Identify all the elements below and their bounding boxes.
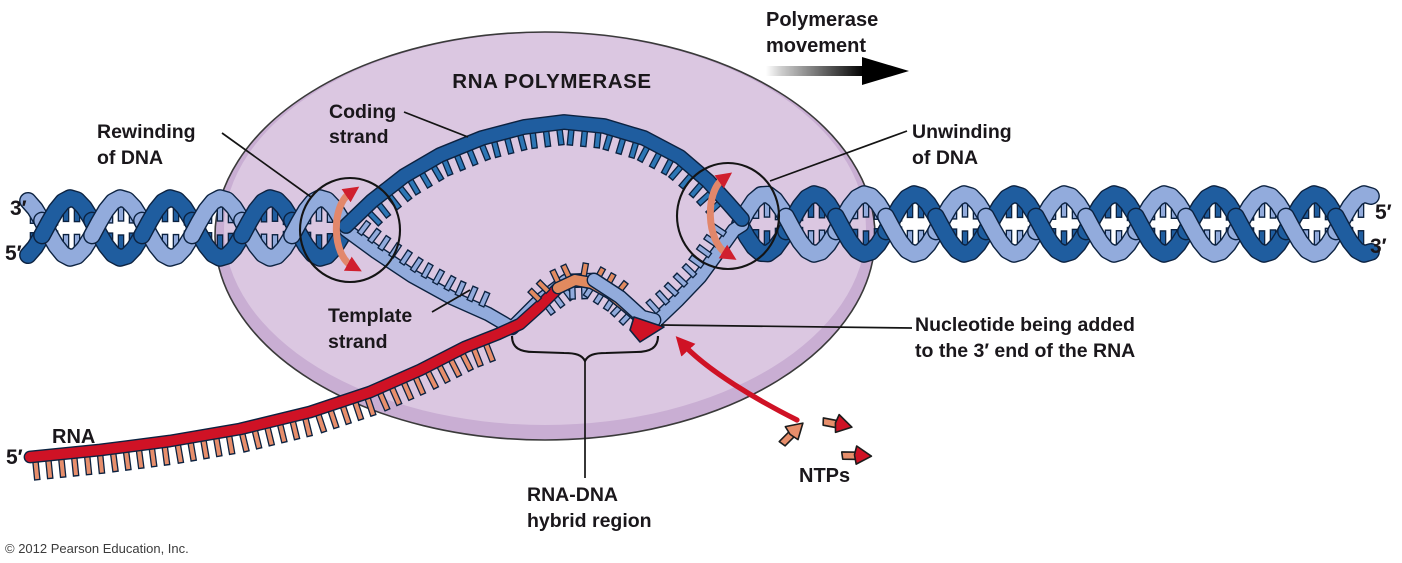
- unwinding-pointer: [769, 130, 908, 182]
- rewinding-rotation-arrow: [332, 186, 362, 272]
- hybrid-region-label-2: hybrid region: [527, 510, 652, 532]
- template-strand-label-1: Template: [328, 305, 412, 327]
- unwinding-rotation-arrow: [706, 172, 737, 260]
- ntps-label: NTPs: [799, 465, 850, 487]
- dna-right-5prime-label: 5′: [1375, 201, 1392, 224]
- coding-strand-label-2: strand: [329, 126, 389, 148]
- rna-5prime-label: 5′: [6, 446, 23, 469]
- dna-helix-left: [19, 189, 350, 267]
- movement-arrow-head: [862, 57, 909, 85]
- polymerase-movement-label-2: movement: [766, 35, 866, 57]
- rewinding-site: [298, 176, 402, 284]
- dna-left-3prime-label: 3′: [10, 197, 27, 220]
- nucleotide-added-label-1: Nucleotide being added: [915, 314, 1135, 336]
- dna-helix-right: [731, 185, 1380, 263]
- rna-polymerase-label: RNA POLYMERASE: [452, 70, 651, 93]
- unwinding-site: [675, 161, 781, 271]
- dna-left-5prime-label: 5′: [5, 242, 22, 265]
- unwinding-label-1: Unwinding: [912, 121, 1012, 143]
- polymerase-movement-arrow: [766, 57, 909, 85]
- nucleotide-pointer: [660, 324, 913, 329]
- unwinding-label-2: of DNA: [912, 147, 978, 169]
- hybrid-region-label-1: RNA-DNA: [527, 484, 618, 506]
- coding-strand-label-1: Coding: [329, 101, 396, 123]
- polymerase-ellipse-inner: [224, 33, 866, 425]
- rewinding-label-1: Rewinding: [97, 121, 196, 143]
- ntp-molecules: [778, 413, 873, 465]
- rna-polymerase-body: [214, 31, 876, 441]
- movement-arrow-shaft: [766, 66, 864, 76]
- ntp-addition-arrow: [675, 336, 800, 423]
- rewinding-label-2: of DNA: [97, 147, 163, 169]
- template-strand-pointer: [431, 289, 471, 313]
- template-strand-label-2: strand: [328, 331, 388, 353]
- nucleotide-added-label-2: to the 3′ end of the RNA: [915, 340, 1135, 362]
- dna-right-3prime-label: 3′: [1370, 235, 1387, 258]
- transcription-bubble-strands: [23, 114, 750, 481]
- unwinding-circle: [675, 161, 781, 271]
- rna-label: RNA: [52, 426, 95, 448]
- rewinding-circle: [298, 176, 402, 284]
- rewinding-pointer: [221, 132, 312, 198]
- polymerase-movement-label-1: Polymerase: [766, 9, 878, 31]
- hybrid-region-brace: [510, 335, 660, 478]
- copyright-text: © 2012 Pearson Education, Inc.: [5, 541, 189, 556]
- coding-strand-pointer: [403, 111, 469, 138]
